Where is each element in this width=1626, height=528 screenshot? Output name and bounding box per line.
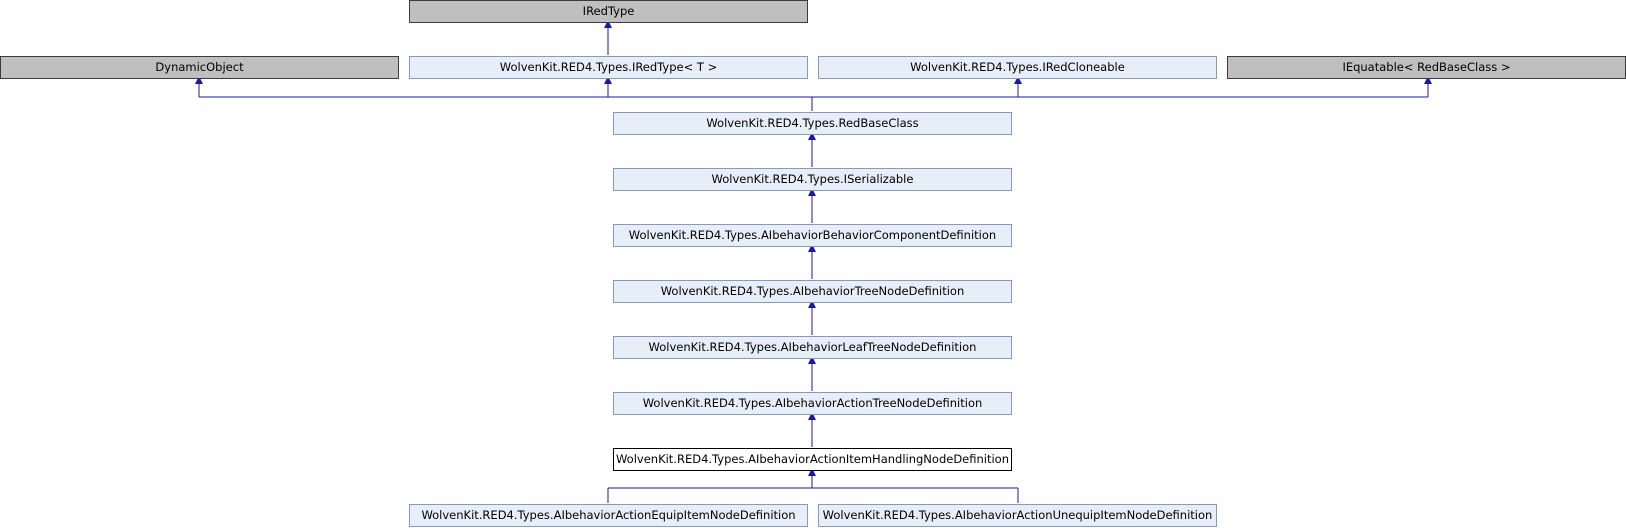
node-equip-item-node-definition[interactable]: WolvenKit.RED4.Types.AIbehaviorActionEqu…: [409, 504, 808, 527]
node-iserializable[interactable]: WolvenKit.RED4.Types.ISerializable: [613, 168, 1012, 191]
node-behavior-component-definition[interactable]: WolvenKit.RED4.Types.AIbehaviorBehaviorC…: [613, 224, 1012, 247]
node-tree-node-definition[interactable]: WolvenKit.RED4.Types.AIbehaviorTreeNodeD…: [613, 280, 1012, 303]
node-redbaseclass[interactable]: WolvenKit.RED4.Types.RedBaseClass: [613, 112, 1012, 135]
node-item-handling-node-definition: WolvenKit.RED4.Types.AIbehaviorActionIte…: [613, 448, 1012, 471]
node-iredtype-t[interactable]: WolvenKit.RED4.Types.IRedType< T >: [409, 56, 808, 79]
node-leaf-tree-node-definition[interactable]: WolvenKit.RED4.Types.AIbehaviorLeafTreeN…: [613, 336, 1012, 359]
node-iredtype: IRedType: [409, 0, 808, 23]
node-dynamicobject: DynamicObject: [0, 56, 399, 79]
node-action-tree-node-definition[interactable]: WolvenKit.RED4.Types.AIbehaviorActionTre…: [613, 392, 1012, 415]
node-iredcloneable[interactable]: WolvenKit.RED4.Types.IRedCloneable: [818, 56, 1217, 79]
node-iequatable: IEquatable< RedBaseClass >: [1227, 56, 1626, 79]
node-unequip-item-node-definition[interactable]: WolvenKit.RED4.Types.AIbehaviorActionUne…: [818, 504, 1217, 527]
